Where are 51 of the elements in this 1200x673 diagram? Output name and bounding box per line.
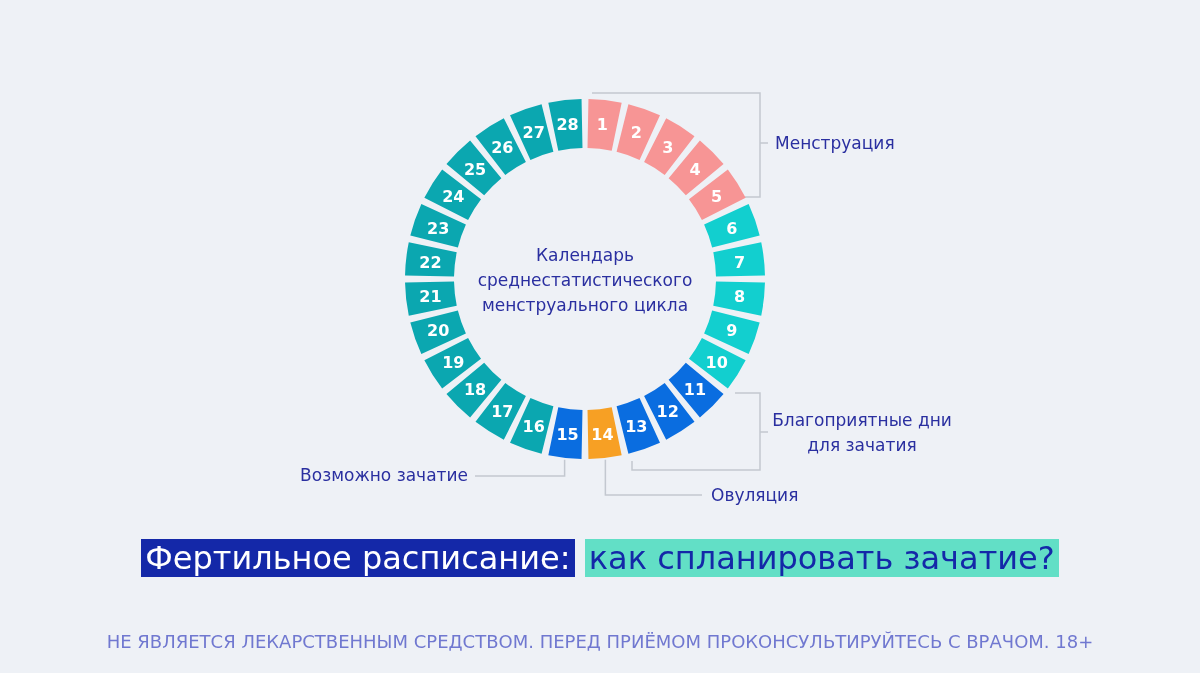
day-number: 22 — [419, 252, 442, 272]
day-segment — [410, 310, 466, 354]
day-number: 7 — [733, 252, 746, 272]
day-number: 16 — [522, 416, 545, 436]
title-highlight: как спланировать зачатие? — [584, 539, 1059, 577]
day-segment — [713, 242, 765, 277]
day-number: 9 — [726, 321, 738, 341]
bracket-label: Менструация — [775, 132, 895, 154]
day-number: 3 — [662, 138, 674, 158]
day-segment — [616, 398, 660, 454]
leader-line — [474, 459, 566, 477]
day-number: 19 — [442, 352, 465, 372]
disclaimer-text: НЕ ЯВЛЯЕТСЯ ЛЕКАРСТВЕННЫМ СРЕДСТВОМ. ПЕРЕД ПРИЁМОМ ПРОКОНСУЛЬТИРУЙТЕСЬ С ВРАЧОМ. 18+ — [105, 630, 1095, 654]
day-segment — [587, 407, 622, 459]
day-number: 21 — [419, 287, 442, 307]
day-number: 13 — [625, 416, 648, 436]
bracket-label: Благоприятные дни для зачатия — [772, 409, 952, 457]
leader-line — [604, 459, 703, 496]
day-segment — [704, 310, 760, 354]
day-number: 24 — [442, 187, 465, 207]
day-segment — [616, 104, 660, 160]
day-number: 18 — [463, 379, 487, 399]
day-number: 4 — [689, 160, 701, 180]
day-number: 28 — [556, 115, 579, 135]
day-number: 10 — [705, 352, 728, 372]
day-number: 17 — [491, 401, 514, 421]
day-number: 1 — [596, 115, 608, 135]
day-segment — [713, 281, 765, 316]
center-caption: Календарь среднестатистического менструального цикла — [476, 244, 694, 317]
day-number: 11 — [683, 379, 707, 399]
day-number: 20 — [427, 321, 450, 341]
day-number: 8 — [733, 287, 746, 307]
day-number: 23 — [427, 218, 450, 238]
day-number: 14 — [591, 424, 614, 444]
day-segment — [405, 242, 457, 277]
title-highlight: Фертильное расписание: — [141, 539, 575, 577]
day-number: 25 — [463, 160, 487, 180]
day-segment — [548, 99, 583, 151]
day-segment — [405, 281, 457, 316]
day-segment — [548, 407, 583, 459]
callout-label: Возможно зачатие — [296, 464, 468, 486]
day-number: 12 — [656, 401, 679, 421]
day-segment — [587, 99, 622, 151]
callout-label: Овуляция — [711, 484, 821, 506]
day-number: 6 — [726, 218, 738, 238]
day-number: 15 — [556, 424, 579, 444]
day-number: 5 — [711, 187, 723, 207]
day-number: 27 — [522, 123, 545, 143]
day-segment — [704, 204, 760, 248]
day-number: 26 — [491, 138, 514, 158]
day-number: 2 — [630, 123, 642, 143]
